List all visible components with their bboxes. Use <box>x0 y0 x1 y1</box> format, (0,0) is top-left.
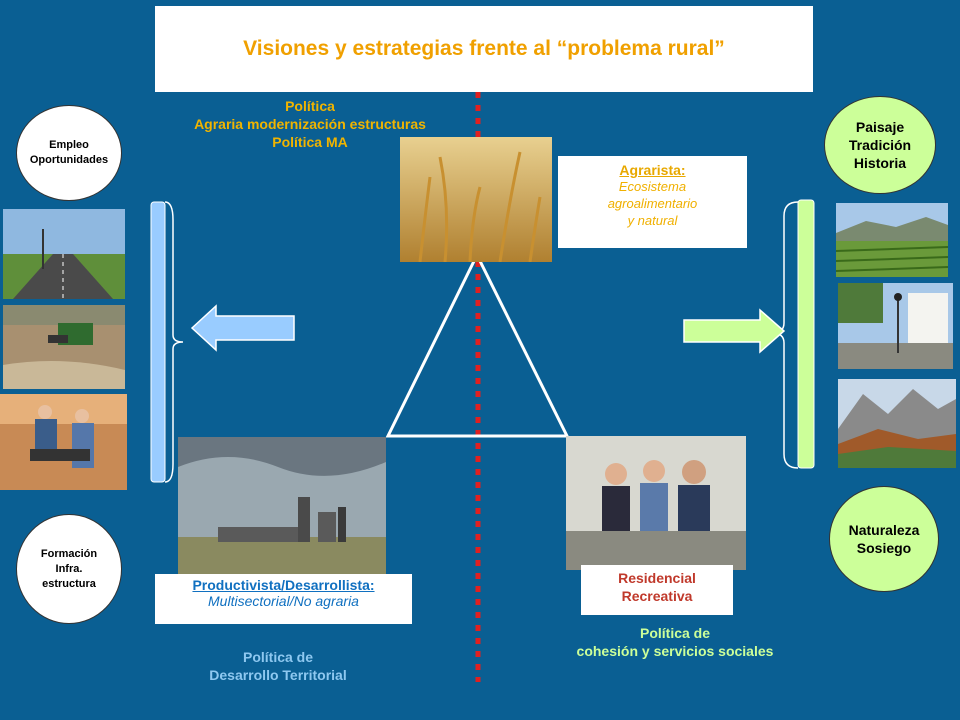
photo-workshop <box>0 394 127 490</box>
circle-formacion-line-1: Formación <box>40 547 98 560</box>
cohesion-line-2: cohesión y servicios sociales <box>576 643 774 659</box>
triangle-diagram <box>385 252 570 438</box>
agrarista-line-2: agroalimentario <box>607 196 698 211</box>
cohesion-label: Política de cohesión y servicios sociale… <box>530 624 820 660</box>
title-box: Visiones y estrategias frente al “proble… <box>155 6 813 92</box>
photo-village <box>838 283 953 369</box>
photo-residents <box>566 436 746 570</box>
photo-mountains <box>838 379 956 468</box>
circle-formacion: Formación Infra. estructura <box>16 514 122 624</box>
residencial-line-1: Residencial <box>618 570 696 586</box>
circle-formacion-line-3: estructura <box>42 577 96 590</box>
agrarista-title: Agrarista: <box>619 162 686 178</box>
photo-road <box>3 209 125 299</box>
green-arrow-right <box>683 308 786 354</box>
circle-paisaje-line-1: Paisaje <box>855 119 905 135</box>
politica-agraria-line-2: Agraria modernización estructuras <box>194 116 426 132</box>
circle-naturaleza-line-1: Naturaleza <box>848 522 920 538</box>
circle-empleo-line-1: Empleo <box>49 139 89 151</box>
circle-naturaleza: Naturaleza Sosiego <box>829 486 939 592</box>
cohesion-line-1: Política de <box>639 625 711 641</box>
agrarista-line-3: y natural <box>627 213 678 228</box>
residencial-line-2: Recreativa <box>621 588 693 604</box>
photo-construction <box>3 305 125 389</box>
politica-agraria-line-3: Política MA <box>272 134 348 150</box>
photo-wheat <box>400 137 552 262</box>
politica-agraria-label: Política Agraria modernización estructur… <box>160 97 460 151</box>
residencial-label: Residencial Recreativa <box>581 565 733 615</box>
politica-agraria-line-1: Política <box>285 98 335 114</box>
circle-naturaleza-line-2: Sosiego <box>856 540 912 556</box>
circle-empleo: Empleo Oportunidades <box>16 105 122 201</box>
circle-paisaje: Paisaje Tradición Historia <box>824 96 936 194</box>
page-title: Visiones y estrategias frente al “proble… <box>243 37 725 60</box>
circle-paisaje-line-2: Tradición <box>848 137 912 153</box>
productivista-subtitle: Multisectorial/No agraria <box>208 593 359 609</box>
territorial-line-2: Desarrollo Territorial <box>209 667 347 683</box>
productivista-title: Productivista/Desarrollista: <box>192 577 375 593</box>
productivista-label: Productivista/Desarrollista: Multisector… <box>155 574 412 624</box>
territorial-label: Política de Desarrollo Territorial <box>160 648 396 684</box>
blue-arrow-left <box>190 304 295 352</box>
territorial-line-1: Política de <box>242 649 314 665</box>
photo-industry <box>178 437 386 575</box>
photo-vineyard <box>836 203 948 277</box>
left-bracket <box>150 201 184 483</box>
circle-empleo-line-2: Oportunidades <box>29 154 109 166</box>
agrarista-label: Agrarista: Ecosistema agroalimentario y … <box>558 156 747 248</box>
circle-paisaje-line-3: Historia <box>853 155 907 171</box>
agrarista-line-1: Ecosistema <box>618 179 687 194</box>
circle-formacion-line-2: Infra. <box>55 562 83 575</box>
